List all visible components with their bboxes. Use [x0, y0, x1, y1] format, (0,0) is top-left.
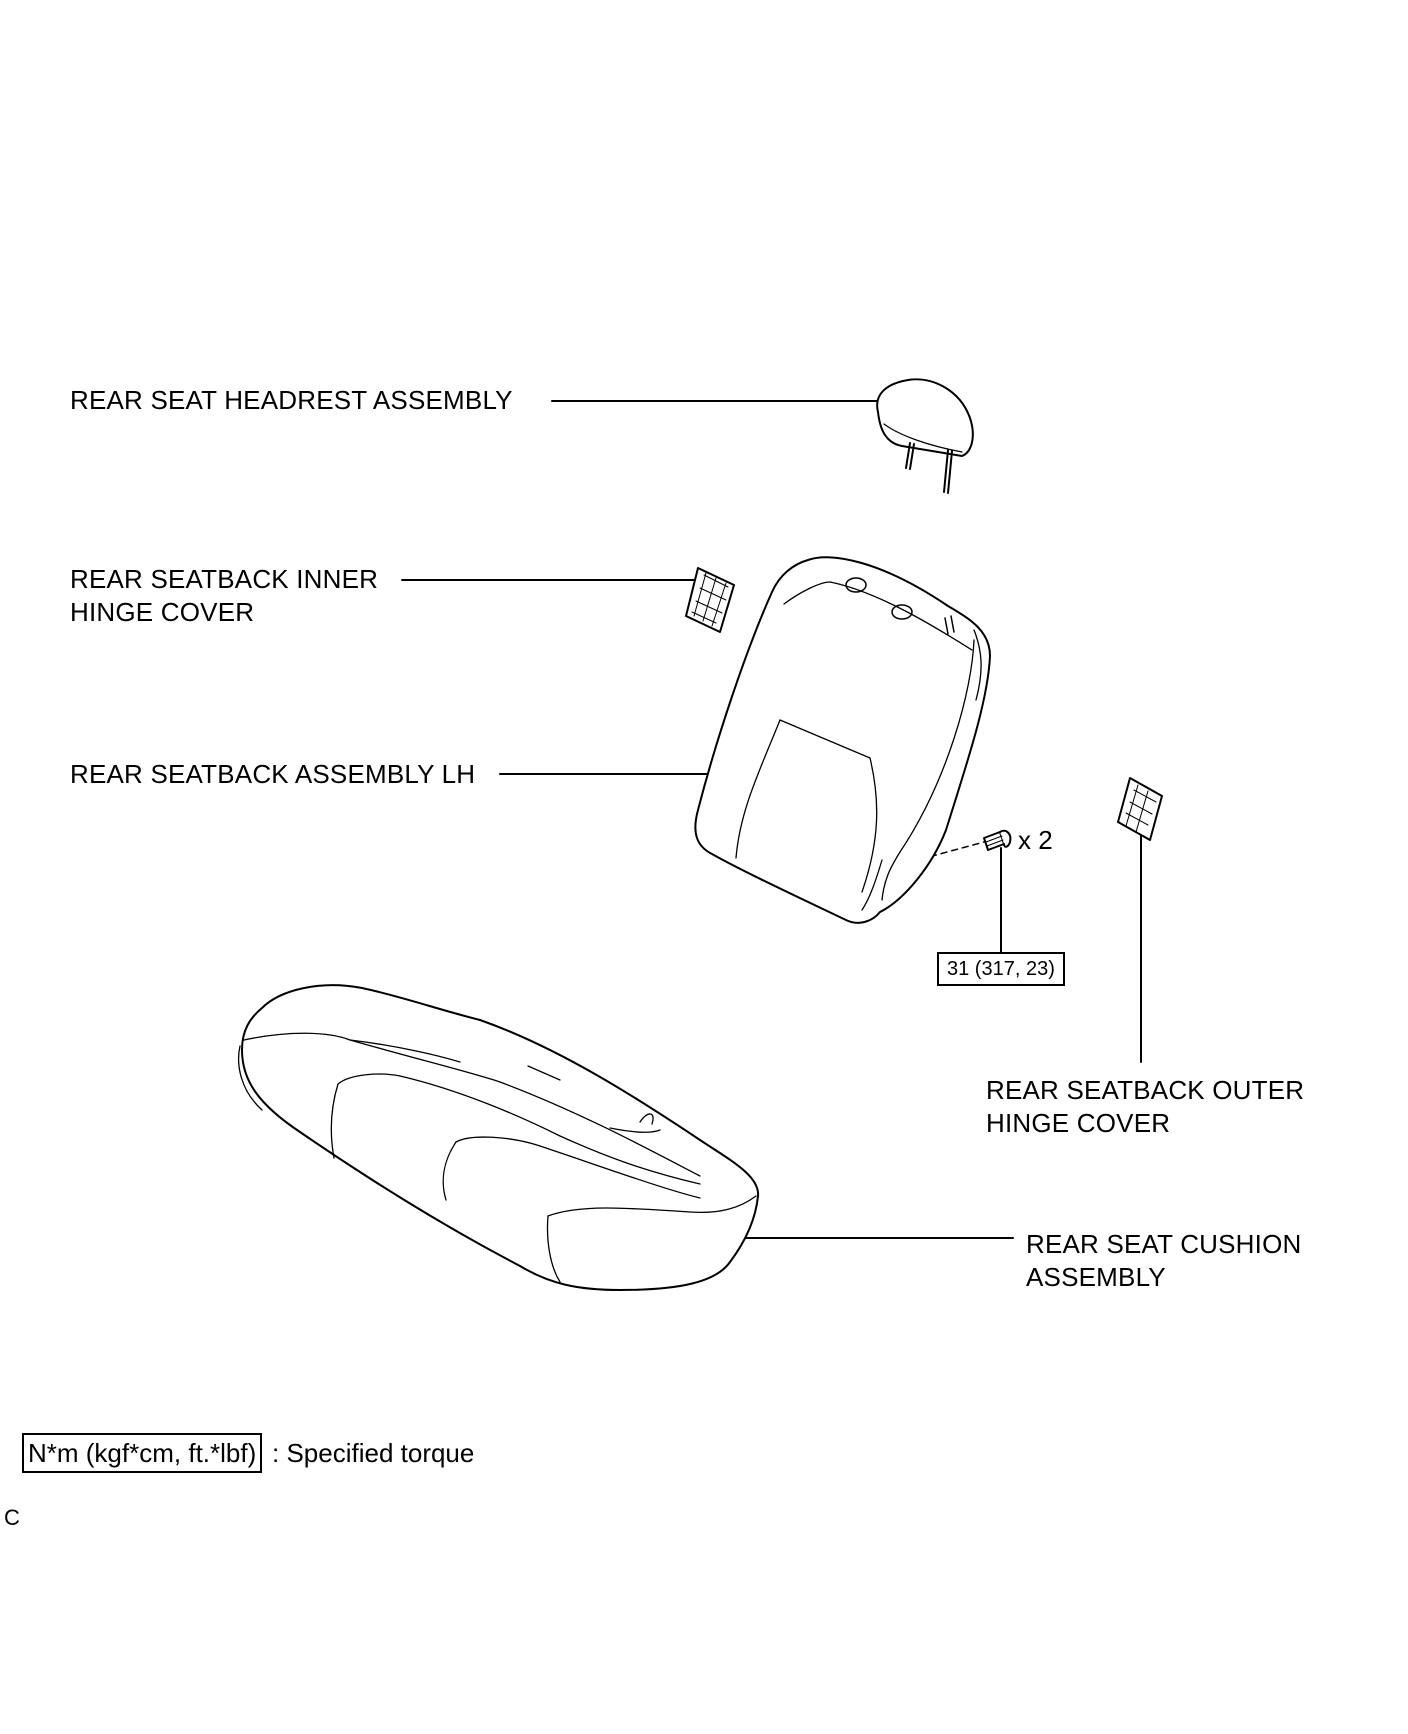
bolt-torque-box: 31 (317, 23) — [937, 952, 1065, 986]
bolt-quantity-label: x 2 — [1018, 825, 1053, 855]
outer-hinge-cover-label-line1: REAR SEATBACK OUTER — [986, 1075, 1305, 1105]
figure-code: C — [4, 1505, 20, 1530]
seatback-assembly-label: REAR SEATBACK ASSEMBLY LH — [70, 759, 476, 789]
bolt-illustration — [983, 829, 1012, 851]
outer-hinge-cover-label-line2: HINGE COVER — [986, 1108, 1171, 1138]
headrest-illustration — [876, 378, 974, 494]
outer-hinge-cover-illustration — [1117, 777, 1163, 841]
inner-hinge-cover-label-line1: REAR SEATBACK INNER — [70, 564, 379, 594]
inner-hinge-cover-illustration — [685, 567, 735, 633]
inner-hinge-cover-label-line2: HINGE COVER — [70, 597, 255, 627]
seat-cushion-label-line1: REAR SEAT CUSHION — [1026, 1229, 1302, 1259]
torque-legend-description: : Specified torque — [272, 1438, 475, 1468]
seat-cushion-illustration — [237, 984, 760, 1291]
seatback-illustration — [694, 556, 991, 924]
torque-unit-legend-box: N*m (kgf*cm, ft.*lbf) — [22, 1433, 263, 1473]
seat-cushion-label-line2: ASSEMBLY — [1026, 1262, 1166, 1292]
headrest-label: REAR SEAT HEADREST ASSEMBLY — [70, 385, 513, 415]
